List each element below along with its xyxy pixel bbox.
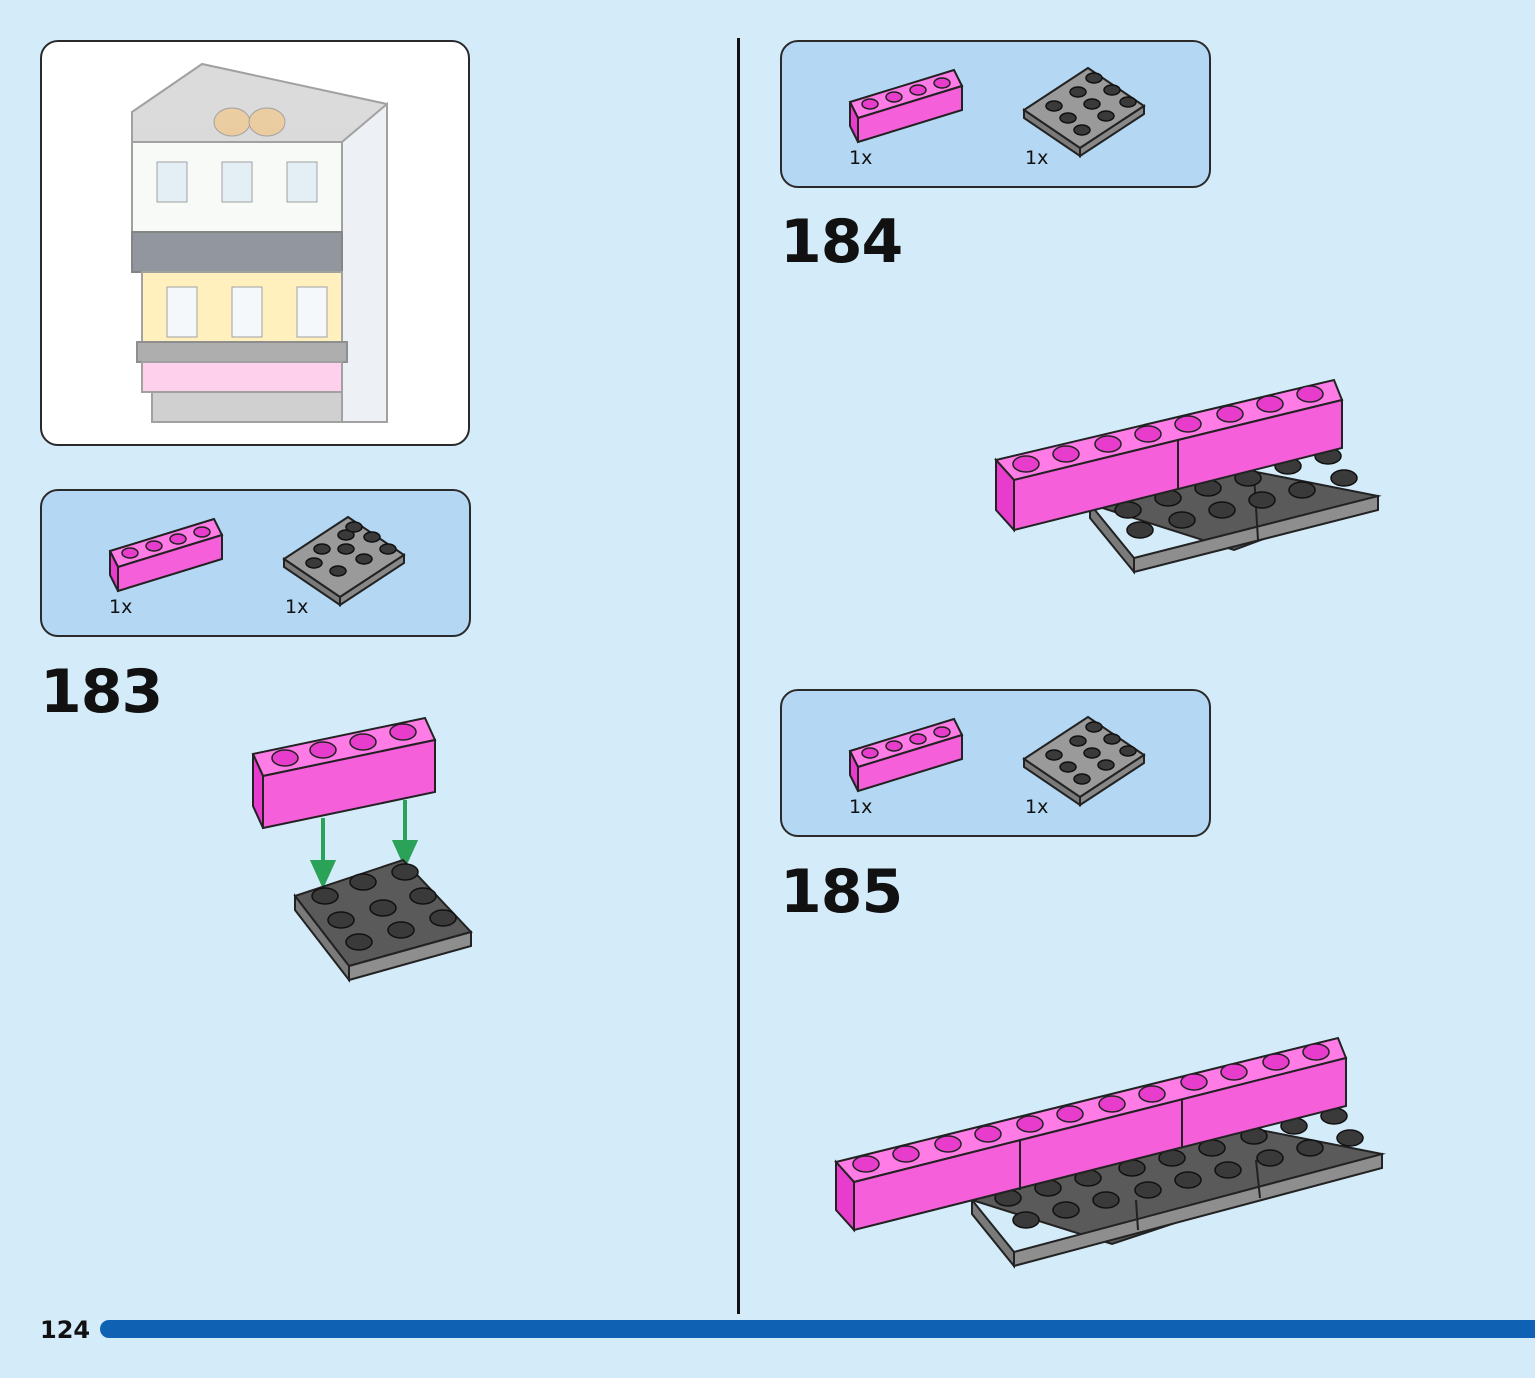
pink-brick-icon [108,517,224,593]
gray-plate-icon [1022,715,1146,807]
pink-brick-icon [848,717,964,793]
page-number: 124 [40,1316,91,1344]
gray-plate-icon [1022,66,1146,158]
gray-plate-icon [282,515,406,607]
step-number: 184 [780,207,903,277]
part-qty: 1x [1025,147,1049,169]
step-183-illustration [251,716,473,983]
parts-callout-183: 1x 1x [40,489,471,637]
parts-callout-185: 1x 1x [780,689,1211,837]
part-qty: 1x [849,796,873,818]
page-divider [737,38,740,1314]
model-preview-panel [40,40,470,446]
building-model-icon [131,62,388,423]
part-qty: 1x [109,596,133,618]
part-qty: 1x [849,147,873,169]
step-184-illustration [994,378,1382,575]
step-number: 185 [780,857,903,927]
step-185-illustration [834,1036,1386,1269]
part-qty: 1x [1025,796,1049,818]
arrow-icon [309,800,419,889]
part-qty: 1x [285,596,309,618]
page-footer-bar [100,1320,1535,1338]
pink-brick-icon [848,68,964,144]
parts-callout-184: 1x 1x [780,40,1211,188]
step-number: 183 [40,657,163,727]
